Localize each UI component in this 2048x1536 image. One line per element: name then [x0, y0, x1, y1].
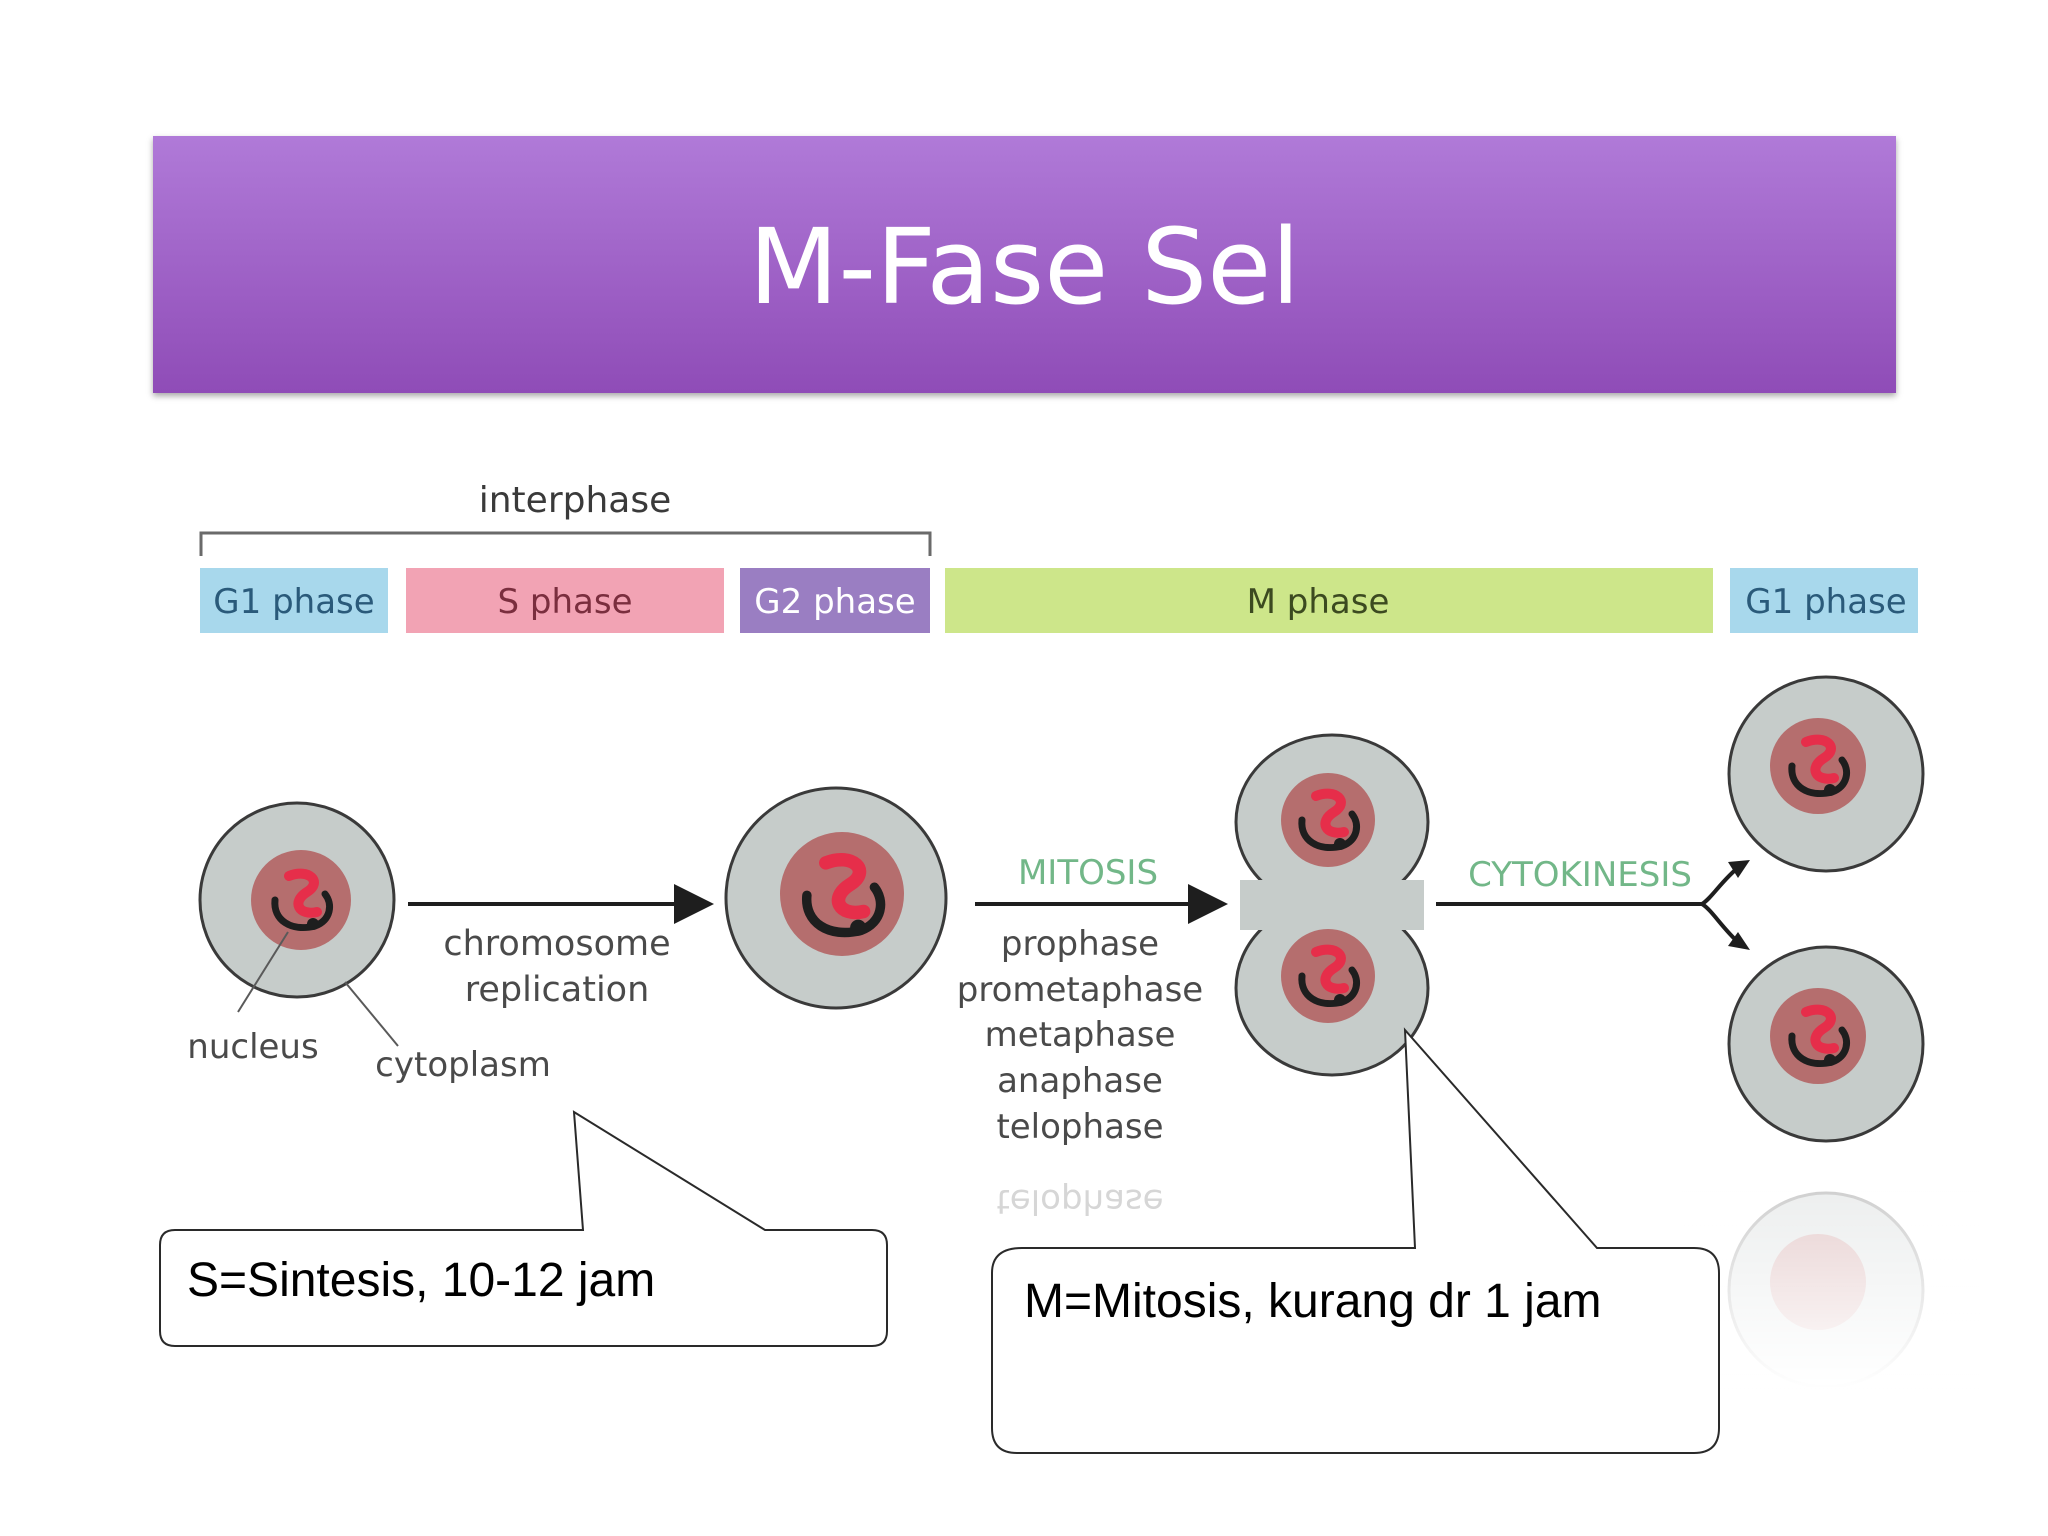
stage-metaphase: metaphase — [985, 1015, 1176, 1055]
dividing-cell — [1234, 733, 1430, 1077]
cytokinesis-label: CYTOKINESIS — [1468, 855, 1692, 895]
interphase-label: interphase — [479, 480, 672, 521]
stage-anaphase: anaphase — [997, 1061, 1163, 1101]
stage-telophase: telophase — [996, 1107, 1163, 1147]
nucleus-label: nucleus — [187, 1027, 318, 1067]
nucleus-pointer — [237, 931, 289, 1013]
phase-bar-label: S phase — [498, 582, 633, 622]
daughter-cell-top — [1727, 675, 1925, 873]
mitosis-label: MITOSIS — [1018, 853, 1158, 893]
cytokinesis-arrowhead-bottom — [1728, 932, 1750, 950]
phase-bar-m: M phase — [945, 568, 1713, 633]
mitosis-stage-list: prophase prometaphase metaphase anaphase… — [957, 924, 1203, 1147]
cytokinesis-arrowhead-top — [1728, 860, 1750, 878]
cytoplasm-pointer — [344, 981, 399, 1047]
callout-m-phase-text: M=Mitosis, kurang dr 1 jam — [1024, 1275, 1602, 1328]
reflection-fade — [1680, 1190, 1980, 1390]
replication-label-line2: replication — [465, 970, 650, 1010]
phase-bar-label: G1 phase — [1745, 582, 1906, 622]
stage-prometaphase: prometaphase — [957, 970, 1203, 1010]
callout-s-phase-shape — [159, 1110, 888, 1347]
phase-bar-g1-end: G1 phase — [1730, 568, 1918, 633]
g2-cell — [724, 786, 948, 1010]
phase-bar-label: G2 phase — [754, 582, 915, 622]
callout-s-phase-text: S=Sintesis, 10-12 jam — [187, 1254, 656, 1307]
cytoplasm-label: cytoplasm — [375, 1045, 551, 1085]
g1-cell — [198, 801, 396, 999]
slide-title: M-Fase Sel — [748, 205, 1301, 328]
phase-bar-g1: G1 phase — [200, 568, 388, 633]
phase-bar-label: M phase — [1247, 582, 1390, 622]
title-banner: M-Fase Sel — [153, 136, 1896, 393]
phase-bar-g2: G2 phase — [740, 568, 930, 633]
replication-label-line1: chromosome — [443, 924, 670, 964]
reflection-text: telophase — [996, 1181, 1163, 1221]
callout-m-phase-shape — [991, 1027, 1720, 1454]
stage-prophase: prophase — [1001, 924, 1159, 964]
interphase-bracket — [199, 531, 932, 556]
daughter-cell-bottom — [1727, 945, 1925, 1143]
phase-bar-label: G1 phase — [213, 582, 374, 622]
phase-bar-s: S phase — [406, 568, 724, 633]
